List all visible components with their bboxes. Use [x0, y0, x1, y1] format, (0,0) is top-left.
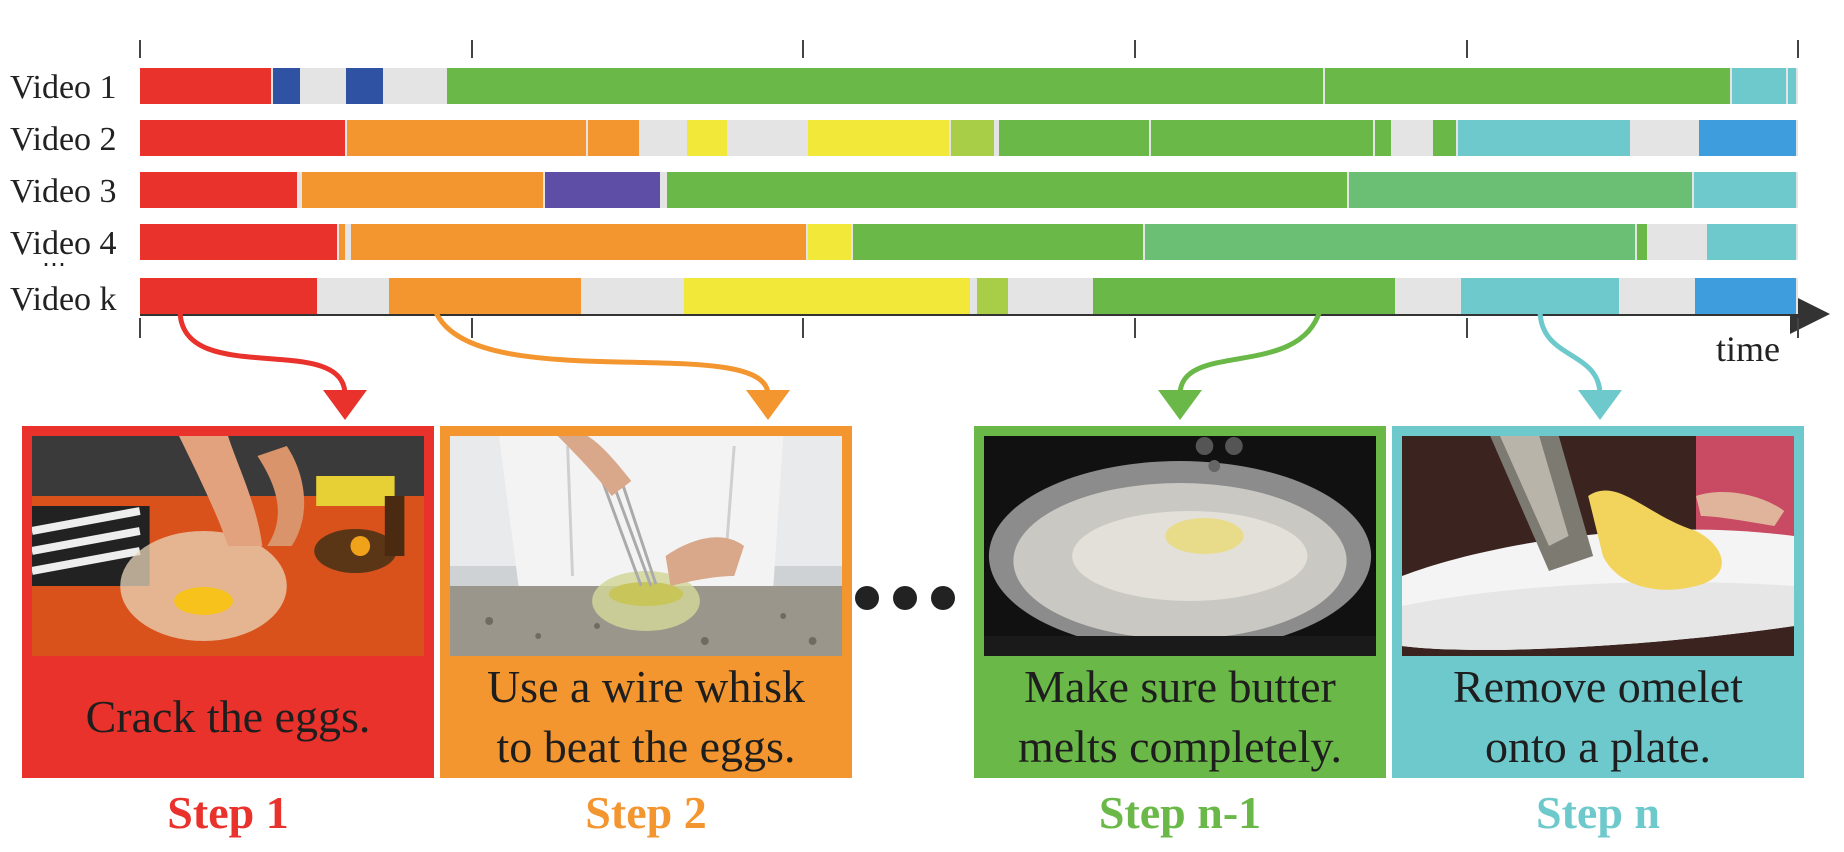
step-2-caption-line-2: to beat the eggs. — [496, 721, 796, 772]
arrow-head — [323, 390, 367, 420]
step-n-minus-1-label: Step n-1 — [1098, 787, 1262, 838]
time-axis-label: time — [1716, 329, 1780, 369]
segment-s4 — [1693, 172, 1796, 208]
segment-s3 — [998, 120, 1150, 156]
segment-s2 — [338, 224, 346, 260]
segment-s2 — [388, 278, 581, 314]
video-k-track — [140, 278, 1798, 314]
row-label-video-1: Video 1 — [10, 69, 117, 106]
ellipsis-dots — [855, 586, 969, 615]
dot — [931, 586, 955, 610]
segment-s1 — [140, 278, 318, 314]
segment-s4 — [1458, 120, 1631, 156]
row-label-video-3: Video 3 — [10, 173, 117, 210]
segment-s2 — [587, 120, 639, 156]
segment-s2 — [302, 172, 543, 208]
segment-s4 — [1788, 68, 1796, 104]
video-4-track — [140, 224, 1798, 260]
step-1-card: Crack the eggs. — [22, 426, 434, 778]
cracking-eggs-photo — [32, 436, 424, 656]
row-label-video-2: Video 2 — [10, 121, 117, 158]
whisking-eggs-photo — [450, 436, 842, 656]
omelet-on-plate-photo — [1402, 436, 1794, 656]
segment-s1 — [140, 120, 346, 156]
segment-mg — [1144, 224, 1636, 260]
step-n-minus-1-caption-line-2: melts completely. — [1017, 721, 1343, 772]
segment-y — [808, 120, 949, 156]
step-n-minus-1-caption-line-1: Make sure butter — [1024, 661, 1336, 712]
step-1-caption: Crack the eggs. — [22, 656, 434, 778]
segment-mg — [1348, 172, 1692, 208]
arrow-head — [1578, 390, 1622, 420]
step-n-caption: Remove omelet onto a plate. — [1392, 656, 1804, 778]
video-2-track — [140, 120, 1798, 156]
video-1-track — [140, 68, 1798, 104]
segment-s1 — [140, 68, 271, 104]
step-n-caption-line-2: onto a plate. — [1484, 721, 1712, 772]
video-3-track — [140, 172, 1798, 208]
segment-s1 — [140, 224, 337, 260]
segment-lg — [950, 120, 994, 156]
step-n-card: Remove omelet onto a plate. — [1392, 426, 1804, 778]
segment-p — [544, 172, 661, 208]
segment-y — [687, 120, 727, 156]
row-label-video-4: Video 4 — [10, 225, 117, 262]
segment-s3 — [1433, 120, 1457, 156]
connector-arrow — [1537, 309, 1603, 396]
connector-arrow — [177, 309, 348, 396]
segment-db — [1695, 278, 1796, 314]
step-2-card: Use a wire whisk to beat the eggs. — [440, 426, 852, 778]
connector-arrow — [432, 309, 771, 396]
segment-s3 — [852, 224, 1143, 260]
segment-s2 — [350, 224, 807, 260]
step-2-caption-line-1: Use a wire whisk — [486, 661, 806, 712]
segment-y — [683, 278, 971, 314]
segment-y — [808, 224, 851, 260]
dot — [893, 586, 917, 610]
arrow-head — [1158, 390, 1202, 420]
segment-s1 — [140, 172, 298, 208]
segment-s3 — [446, 68, 1324, 104]
step-n-caption-line-1: Remove omelet — [1453, 661, 1743, 712]
segment-b — [272, 68, 301, 104]
dot — [855, 586, 879, 610]
segment-db — [1698, 120, 1796, 156]
vertical-ellipsis: ⋯ — [42, 252, 68, 278]
segment-s4 — [1706, 224, 1796, 260]
step-n-minus-1-caption: Make sure butter melts completely. — [974, 656, 1386, 778]
segment-b — [345, 68, 384, 104]
step-2-caption: Use a wire whisk to beat the eggs. — [440, 656, 852, 778]
segment-s3 — [667, 172, 1347, 208]
step-n-minus-1-card: Make sure butter melts completely. — [974, 426, 1386, 778]
step-2-label: Step 2 — [585, 787, 707, 838]
segment-s3 — [1325, 68, 1730, 104]
segment-s3 — [1375, 120, 1392, 156]
row-label-video-k: Video k — [10, 281, 117, 318]
segment-s3 — [1151, 120, 1374, 156]
segment-s4 — [1731, 68, 1787, 104]
connector-arrow — [1177, 309, 1323, 396]
step-n-label: Step n — [1536, 787, 1660, 838]
segment-s3 — [1093, 278, 1395, 314]
step-1-caption-line-1: Crack the eggs. — [85, 691, 371, 742]
segment-s4 — [1461, 278, 1619, 314]
segment-s2 — [347, 120, 586, 156]
segment-s3 — [1637, 224, 1647, 260]
butter-in-pan-photo — [984, 436, 1376, 656]
step-1-label: Step 1 — [167, 787, 289, 838]
segment-lg — [977, 278, 1009, 314]
arrow-head — [746, 390, 790, 420]
